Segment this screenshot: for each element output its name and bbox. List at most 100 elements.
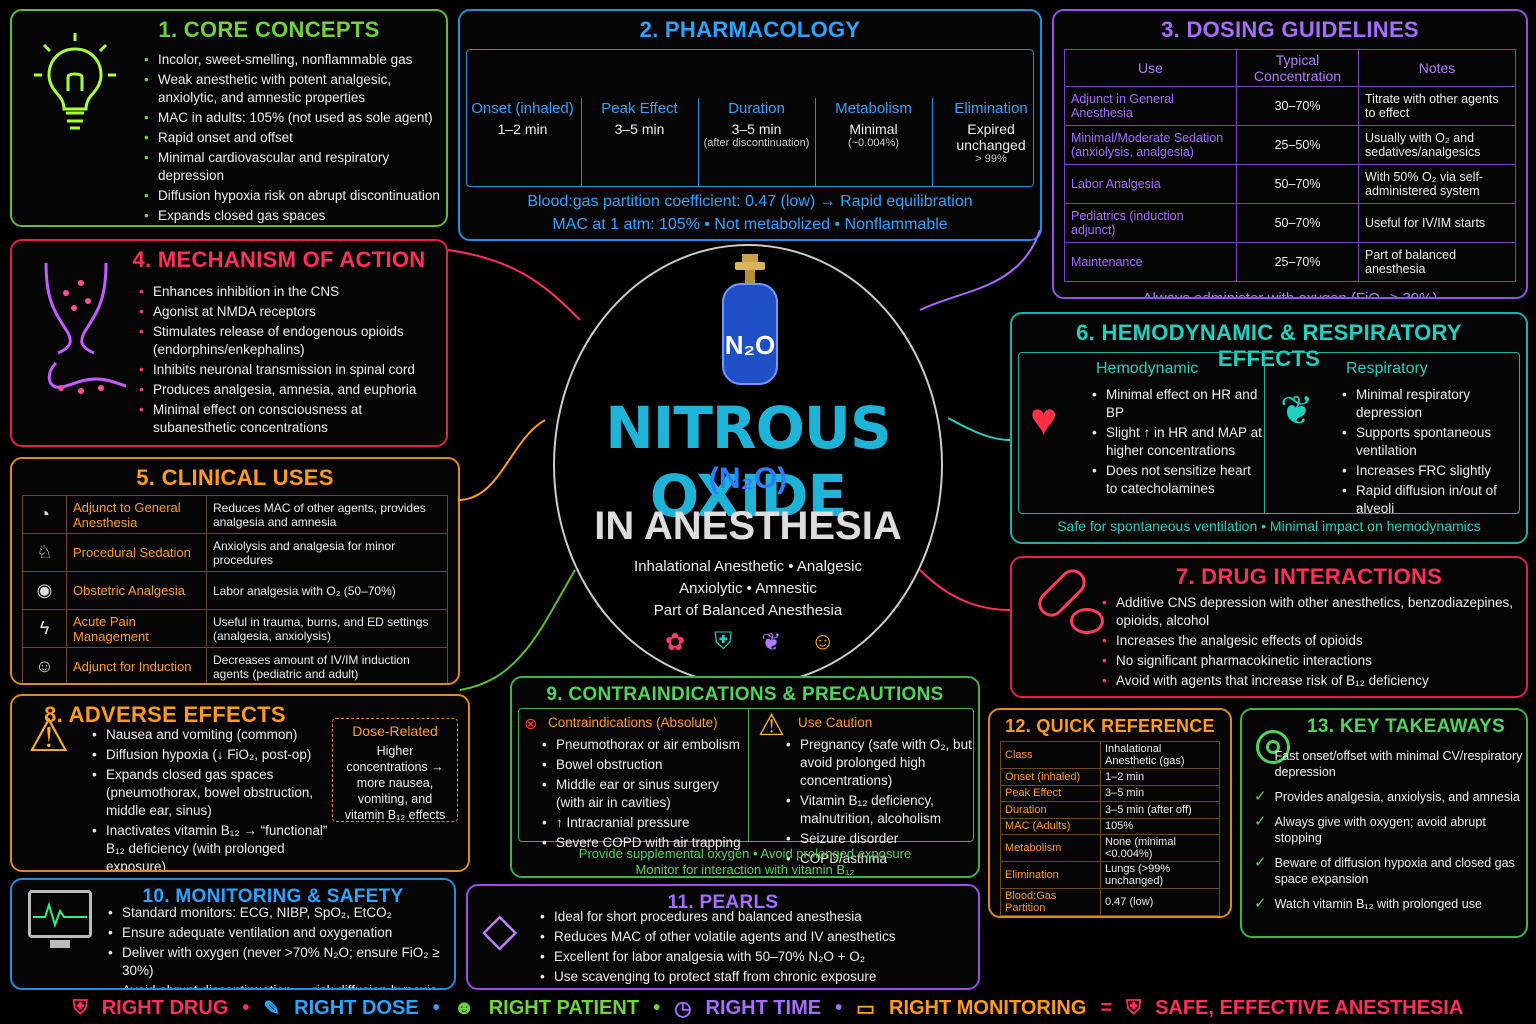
- pharm-cell-label: Onset (inhaled): [471, 100, 574, 117]
- core-item: Rapid onset and offset: [142, 129, 442, 147]
- hemodynamic-panel: 6. HEMODYNAMIC & RESPIRATORY EFFECTS Hem…: [1010, 312, 1528, 544]
- center-icon-row: ✿ ⛨ ❦ ☺: [665, 628, 835, 657]
- syringe-icon: ✎: [263, 997, 281, 1020]
- resp-item: Increases FRC slightly: [1340, 462, 1524, 480]
- warning-icon: ⚠: [28, 709, 70, 761]
- adverse-effects-title: 8. ADVERSE EFFECTS: [44, 702, 286, 727]
- pharm-cell-value: Expired unchanged: [956, 121, 1026, 153]
- pharm-cell-value: 3–5 min: [731, 121, 782, 137]
- diamond-icon: ◇: [482, 903, 518, 955]
- shield-footer-icon: ⛨: [72, 996, 88, 1019]
- quick-ref-cell: 1–2 min: [1100, 768, 1220, 786]
- adverse-effects-panel: 8. ADVERSE EFFECTS ⚠ Nausea and vomiting…: [10, 694, 470, 872]
- pharm-cell-value: 1–2 min: [497, 121, 548, 137]
- dose-related-title: Dose-Related: [352, 723, 438, 739]
- shield-icon: ⛨: [714, 628, 733, 655]
- takeaway-text: Watch vitamin B₁₂ with prolonged use: [1274, 897, 1482, 911]
- dosing-footer: Always administer with oxygen (FiO₂ ≥ 30…: [1142, 290, 1438, 299]
- quick-ref-cell: None (minimal <0.004%): [1100, 834, 1220, 862]
- footer-dot-3: •: [653, 996, 661, 1019]
- mechanism-item: Minimal effect on consciousness at suban…: [137, 401, 442, 437]
- monitor-item: Standard monitors: ECG, NIBP, SpO₂, EtCO…: [106, 904, 452, 922]
- clinical-use-cell: Adjunct to General Anesthesia: [66, 495, 207, 534]
- clinical-use-icon: ϟ: [22, 609, 67, 648]
- core-concepts-panel: 1. CORE CONCEPTS Incolor, sweet-smelling…: [10, 9, 448, 227]
- pharm-cell-note: (~0.004%): [847, 137, 900, 149]
- core-item: Minimal cardiovascular and respiratory d…: [142, 149, 442, 185]
- contraindications-title: 9. CONTRAINDICATIONS & PRECAUTIONS: [546, 684, 944, 705]
- pharm-cell-label: Peak Effect: [601, 100, 678, 117]
- target-icon: [1256, 730, 1290, 764]
- quick-ref-cell: Peak Effect: [1000, 784, 1101, 802]
- center-sub-1: Inhalational Anesthetic • Analgesic: [634, 558, 862, 575]
- clinical-uses-title: 5. CLINICAL USES: [136, 465, 334, 490]
- mechanism-title: 4. MECHANISM OF ACTION: [132, 247, 426, 272]
- pearl-item: Reduces MAC of other volatile agents and…: [538, 928, 974, 946]
- dosing-cell: Minimal/Moderate Sedation (anxiolysis, a…: [1064, 125, 1237, 165]
- dosing-row: Minimal/Moderate Sedation (anxiolysis, a…: [1064, 125, 1516, 165]
- pharm-grid: [466, 49, 1034, 187]
- core-concepts-title: 1. CORE CONCEPTS: [158, 17, 380, 42]
- monitor-stand: [50, 940, 70, 948]
- drug-interactions-panel: 7. DRUG INTERACTIONS Additive CNS depres…: [1010, 556, 1528, 698]
- lungs-icon: ❦: [761, 629, 782, 656]
- adverse-item: Inactivates vitamin B₁₂ → “functional” B…: [90, 822, 338, 870]
- mechanism-item: Enhances inhibition in the CNS: [137, 283, 442, 301]
- quick-ref-cell: 105%: [1100, 817, 1220, 835]
- patient-icon: ☻: [453, 996, 475, 1019]
- clock-icon: ◷: [674, 997, 692, 1020]
- dosing-header: Use: [1064, 49, 1237, 87]
- adverse-item: Diffusion hypoxia (↓ FiO₂, post-op): [90, 746, 338, 764]
- hemo-subtitle: Hemodynamic: [1096, 360, 1199, 377]
- contra-caution-item: COPD/asthma: [784, 850, 974, 868]
- takeaway-text: Fast onset/offset with minimal CV/respir…: [1274, 749, 1523, 779]
- dosing-cell: 25–70%: [1236, 242, 1359, 282]
- footer-dot-2: •: [432, 996, 440, 1019]
- contra-absolute-item: Severe COPD with air trapping: [540, 834, 745, 852]
- clinical-use-cell: Obstetric Analgesia: [66, 571, 207, 610]
- clinical-use-cell: Adjunct for Induction: [66, 647, 207, 683]
- gas-tank-icon: [722, 254, 778, 385]
- pearl-item: Use scavenging to protect staff from chr…: [538, 968, 974, 986]
- pearls-panel: 11. PEARLS ◇ Ideal for short procedures …: [466, 884, 980, 990]
- clinical-use-cell: Procedural Sedation: [66, 533, 207, 572]
- pharm-line-2: MAC at 1 atm: 105% • Not metabolized • N…: [552, 216, 948, 233]
- mechanism-item: Stimulates release of endogenous opioids…: [137, 323, 442, 359]
- takeaway-item: ✓Always give with oxygen; avoid abrupt s…: [1254, 814, 1524, 846]
- dosing-cell: 50–70%: [1236, 164, 1359, 204]
- key-takeaways-panel: 13. KEY TAKEAWAYS ✓Fast onset/offset wit…: [1240, 708, 1528, 938]
- dosing-cell: Labor Analgesia: [1064, 164, 1237, 204]
- clinical-uses-panel: 5. CLINICAL USES ◔Adjunct to General Ane…: [10, 457, 460, 685]
- heart-icon: ♥: [1030, 393, 1058, 445]
- dosing-title: 3. DOSING GUIDELINES: [1161, 17, 1419, 42]
- quick-ref-cell: Duration: [1000, 801, 1101, 819]
- footer-right-dose: RIGHT DOSE: [294, 996, 419, 1019]
- resp-item: Supports spontaneous ventilation: [1340, 424, 1524, 460]
- dosing-cell: Maintenance: [1064, 242, 1237, 282]
- clinical-use-cell: Decreases amount of IV/IM induction agen…: [206, 647, 448, 683]
- lungs-icon-resp: ❦: [1280, 389, 1314, 433]
- lightbulb-icon: [34, 33, 116, 130]
- center-title-circle: N₂O NITROUS OXIDE (N₂O) IN ANESTHESIA In…: [553, 244, 943, 686]
- dose-related-box: Dose-Related Higher concentrations → mor…: [332, 718, 458, 822]
- contra-footer-1: Provide supplemental oxygen • Avoid prol…: [578, 846, 912, 861]
- clinical-use-icon: ◉: [22, 571, 67, 610]
- footer-right-patient: RIGHT PATIENT: [488, 996, 640, 1019]
- clinical-use-cell: Labor analgesia with O₂ (50–70%): [206, 571, 448, 610]
- footer-right-drug: RIGHT DRUG: [101, 996, 229, 1019]
- adverse-item: Expands closed gas spaces (pneumothorax,…: [90, 766, 338, 820]
- core-item: MAC in adults: 105% (not used as sole ag…: [142, 109, 442, 127]
- adverse-item: Nausea and vomiting (common): [90, 726, 338, 744]
- core-item: Expands closed gas spaces: [142, 207, 442, 225]
- tablet-icon: [1070, 608, 1104, 634]
- drug-item: Avoid with agents that increase risk of …: [1100, 672, 1520, 690]
